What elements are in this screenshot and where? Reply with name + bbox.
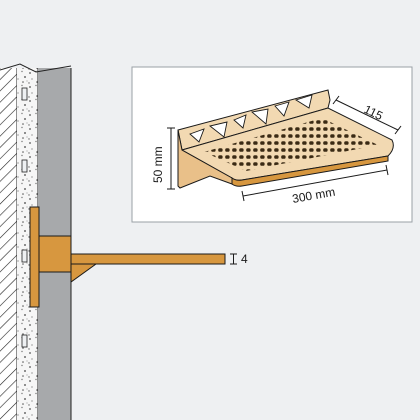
thickness-marker: [230, 253, 237, 265]
profile-support-wedge: [70, 263, 98, 283]
profile-shelf-arm: [70, 253, 226, 265]
back-plate-cutouts: [189, 94, 313, 143]
substrate-hatch: [0, 68, 17, 420]
thickness-label: 4: [241, 252, 248, 266]
depth-dimension: [332, 95, 402, 135]
height-dimension: [167, 127, 175, 190]
length-dimension: [241, 164, 389, 202]
plaster-layer: [17, 68, 38, 420]
shelf-front-edge: [231, 155, 389, 187]
shelf-perforation: [204, 118, 378, 171]
shelf-side-bracket: [177, 129, 233, 189]
profile-t-head: [38, 235, 72, 273]
profile-section: 4: [29, 206, 248, 308]
height-label: 50 mm: [151, 146, 165, 183]
profile-anchor-leg: [29, 206, 40, 308]
inset-view: 50 mm 115 300 mm: [131, 66, 413, 223]
